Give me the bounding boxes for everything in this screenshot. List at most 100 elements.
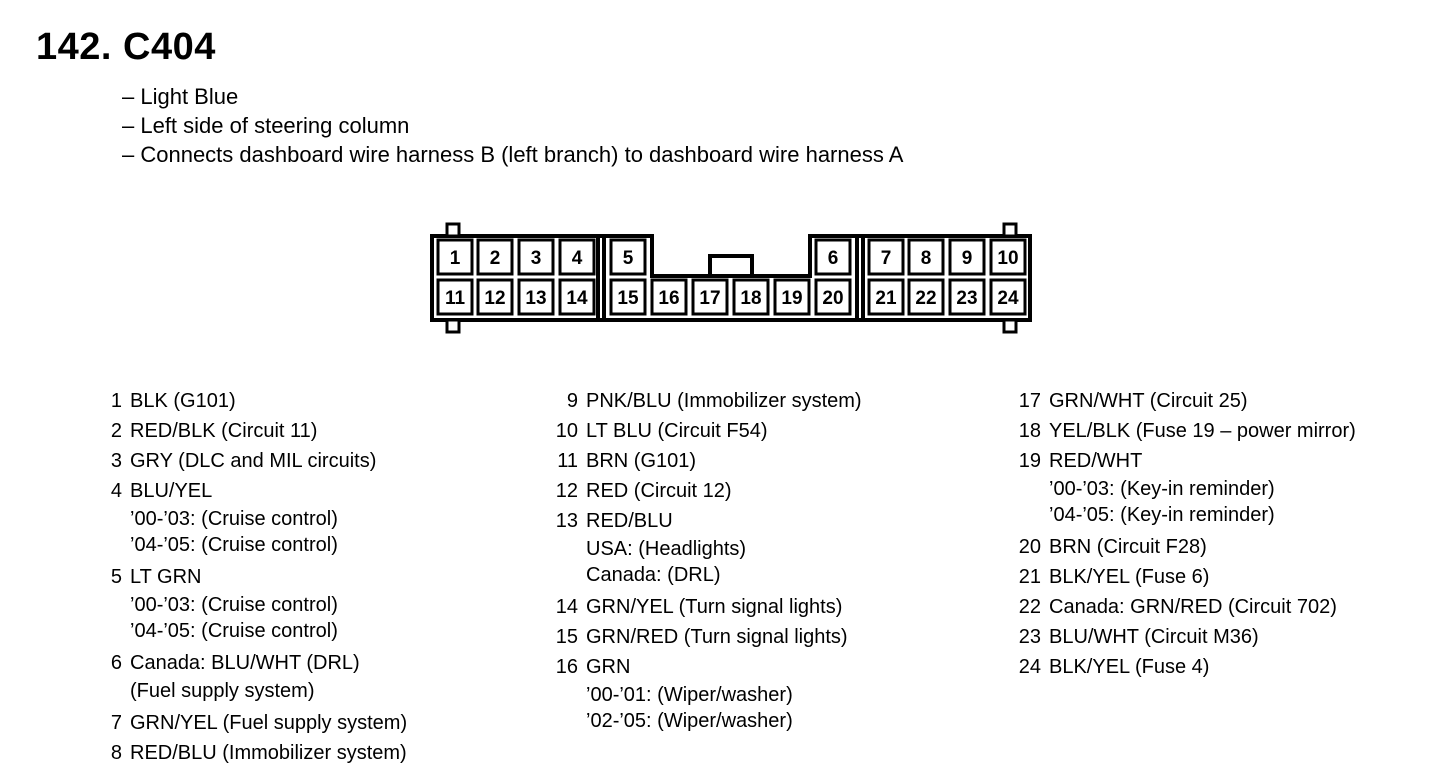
pin-wire-description: PNK/BLU (Immobilizer system)	[586, 390, 862, 412]
pin-number: 13	[555, 510, 578, 532]
pin-wire-description: YEL/BLK (Fuse 19 – power mirror)	[1049, 420, 1356, 442]
pin-wire-description: RED/BLU (Immobilizer system)	[130, 742, 407, 764]
pin-wire-description: GRY (DLC and MIL circuits)	[130, 450, 377, 472]
pin-entry-11: 11 BRN (G101)	[548, 446, 862, 476]
cavity-label-13: 13	[525, 288, 546, 309]
pin-entry-5: 5 LT GRN ’00-’03: (Cruise control) ’04-’05:…	[92, 562, 407, 648]
pin-wire-description: GRN/YEL (Fuel supply system)	[130, 712, 408, 734]
cavity-label-19: 19	[781, 288, 802, 309]
cavity-label-17: 17	[699, 288, 720, 309]
pin-wire-description: LT BLU (Circuit F54)	[586, 420, 768, 442]
pin-entry-6: 6 Canada: BLU/WHT (DRL) (Fuel supply syste…	[92, 648, 407, 708]
cavity-label-5: 5	[623, 248, 634, 269]
cavity-label-2: 2	[490, 248, 501, 269]
cavity-15	[609, 278, 647, 316]
pin-number: 18	[1018, 420, 1041, 442]
pin-wire-description: RED/WHT	[1049, 450, 1143, 472]
pin-wire-description: GRN	[586, 656, 631, 678]
connector-shell	[430, 234, 1032, 322]
cavity-10	[989, 238, 1027, 276]
pin-number: 17	[1018, 390, 1041, 412]
pin-wire-description: BLK/YEL (Fuse 4)	[1049, 656, 1210, 678]
pin-sub-description: ’00-’03: (Key-in reminder)	[1049, 478, 1275, 500]
cavity-label-14: 14	[566, 288, 588, 309]
pin-wire-description: LT GRN	[130, 566, 202, 588]
cavity-18	[732, 278, 770, 316]
pin-entry-21: 21 BLK/YEL (Fuse 6)	[1011, 562, 1356, 592]
pin-number: 24	[1018, 656, 1041, 678]
tab-bottom-left	[445, 318, 461, 334]
pin-number: 14	[555, 596, 578, 618]
pin-entry-14: 14 GRN/YEL (Turn signal lights)	[548, 592, 862, 622]
cavity-8	[907, 238, 945, 276]
cavity-3	[517, 238, 555, 276]
cavity-label-6: 6	[828, 248, 839, 269]
pin-entry-17: 17 GRN/WHT (Circuit 25)	[1011, 386, 1356, 416]
pin-wire-description: GRN/WHT (Circuit 25)	[1049, 390, 1248, 412]
cavity-12	[476, 278, 514, 316]
cavity-2	[476, 238, 514, 276]
pin-number: 21	[1018, 566, 1041, 588]
pin-entry-12: 12 RED (Circuit 12)	[548, 476, 862, 506]
pin-sub-description: ’04-’05: (Cruise control)	[130, 620, 338, 642]
pin-sub-description: Canada: (DRL)	[586, 564, 721, 586]
pin-wire-description: BLK/YEL (Fuse 6)	[1049, 566, 1210, 588]
cavity-16	[650, 278, 688, 316]
pin-number: 22	[1018, 596, 1041, 618]
cavity-6	[814, 238, 852, 276]
pin-wire-description: RED (Circuit 12)	[586, 480, 732, 502]
pin-number: 1	[110, 390, 122, 412]
pin-number: 11	[557, 450, 578, 472]
pin-number: 12	[555, 480, 578, 502]
tab-top-left	[445, 222, 461, 238]
cavity-9	[948, 238, 986, 276]
pin-sub-description: (Fuel supply system)	[130, 680, 315, 702]
pin-wire-description: GRN/YEL (Turn signal lights)	[586, 596, 843, 618]
pin-number: 4	[110, 480, 122, 502]
pin-number: 6	[110, 652, 122, 674]
description-location: – Left side of steering column	[122, 113, 410, 138]
cavity-21	[867, 278, 905, 316]
pin-number: 20	[1018, 536, 1041, 558]
cavity-20	[814, 278, 852, 316]
pin-wire-description: GRN/RED (Turn signal lights)	[586, 626, 848, 648]
cavity-4	[558, 238, 596, 276]
cavity-17	[691, 278, 729, 316]
pin-entry-23: 23 BLU/WHT (Circuit M36)	[1011, 622, 1356, 652]
cavity-label-15: 15	[617, 288, 639, 309]
cavity-23	[948, 278, 986, 316]
pin-wire-description: BRN (G101)	[586, 450, 697, 472]
pin-number: 8	[110, 742, 122, 764]
pin-sub-description: ’00-’03: (Cruise control)	[130, 594, 338, 616]
pin-wire-description: Canada: GRN/RED (Circuit 702)	[1049, 596, 1337, 618]
pin-wire-description: BLU/WHT (Circuit M36)	[1049, 626, 1259, 648]
cavity-label-12: 12	[484, 288, 505, 309]
cavity-label-9: 9	[962, 248, 973, 269]
pin-entry-24: 24 BLK/YEL (Fuse 4)	[1011, 652, 1356, 682]
cavity-label-7: 7	[881, 248, 892, 269]
cavity-13	[517, 278, 555, 316]
pin-wire-description: Canada: BLU/WHT (DRL)	[130, 652, 360, 674]
pin-sub-description: ’04-’05: (Cruise control)	[130, 534, 338, 556]
cavity-label-1: 1	[450, 248, 461, 269]
cavity-label-16: 16	[658, 288, 679, 309]
cavity-label-22: 22	[915, 288, 936, 309]
pin-number: 5	[110, 566, 122, 588]
pin-sub-description: USA: (Headlights)	[586, 538, 747, 560]
cavity-7	[867, 238, 905, 276]
cavity-label-10: 10	[997, 248, 1018, 269]
cavity-label-24: 24	[997, 288, 1019, 309]
pin-list-column-3: 17 GRN/WHT (Circuit 25) 18 YEL/BLK (Fuse 19…	[1011, 386, 1356, 682]
cavity-11	[436, 278, 474, 316]
pin-number: 23	[1018, 626, 1041, 648]
